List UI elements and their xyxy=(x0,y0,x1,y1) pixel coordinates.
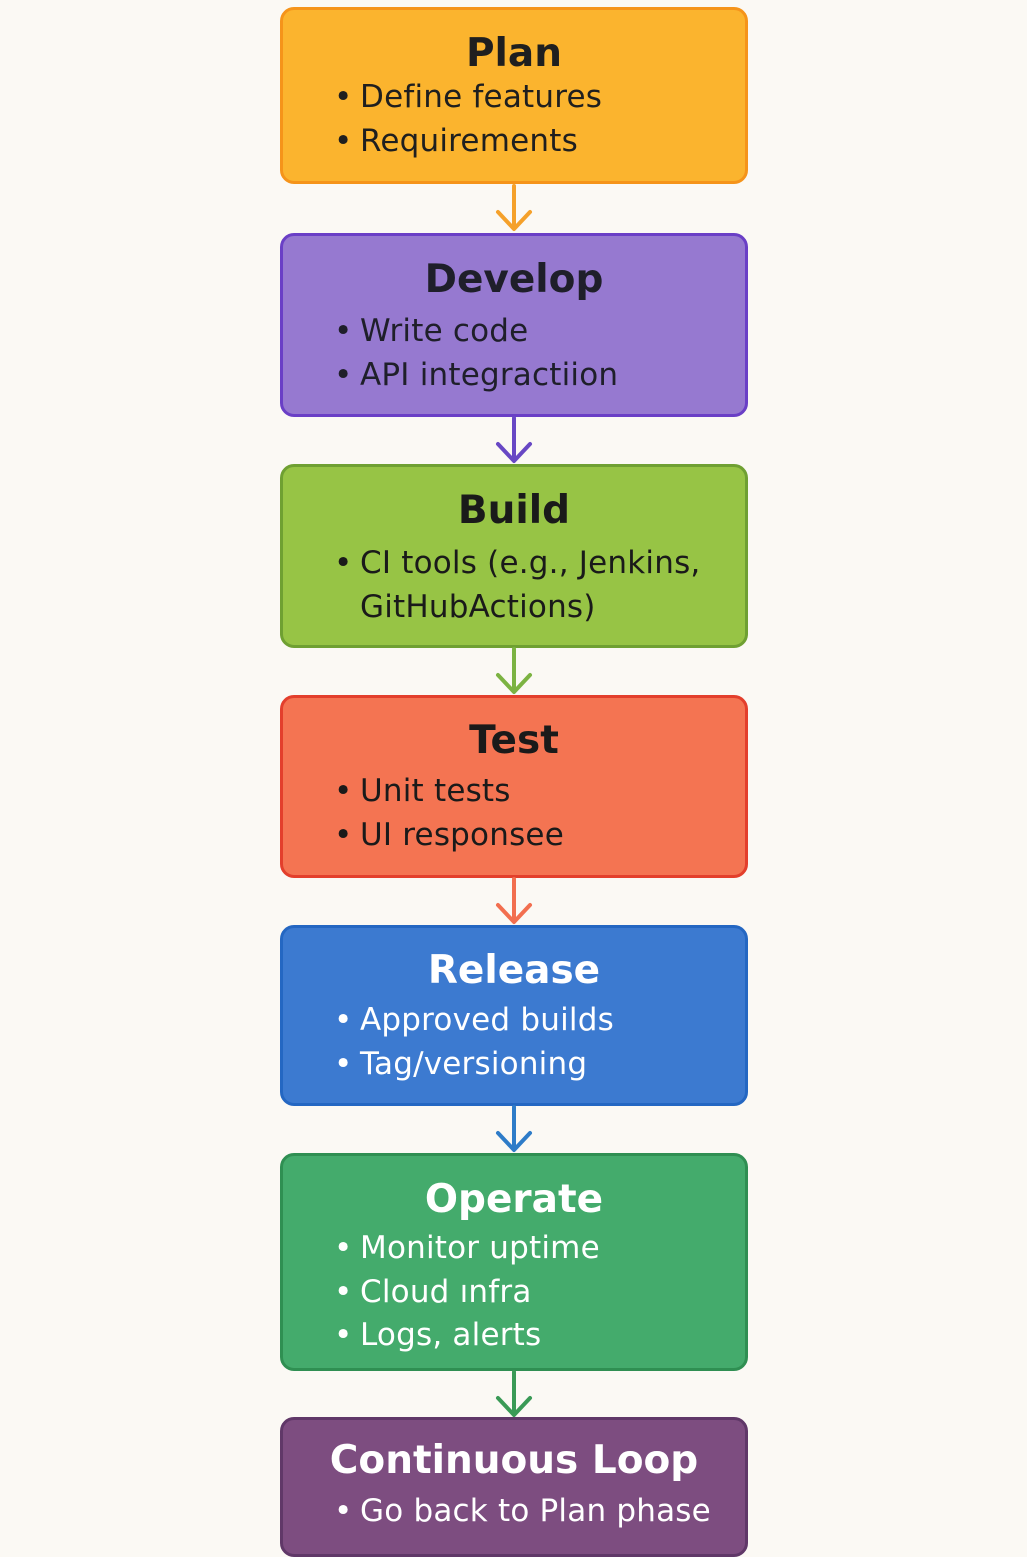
stage-item-list: •Approved builds •Tag/versioning xyxy=(331,999,725,1086)
bullet-icon: • xyxy=(334,1273,353,1310)
flow-arrow-down-icon xyxy=(496,184,532,231)
list-item: •Requirements xyxy=(331,120,725,164)
stage-continuous-loop: Continuous Loop •Go back to Plan phase xyxy=(280,1417,748,1557)
stage-title: Operate xyxy=(424,1177,604,1222)
list-item: •Define features xyxy=(331,76,725,120)
list-item: •Write code xyxy=(331,310,725,354)
stage-item-list: •Define features •Requirements xyxy=(331,76,725,163)
stage-title: Continuous Loop xyxy=(329,1438,699,1483)
stage-release: Release •Approved builds •Tag/versioning xyxy=(280,925,748,1106)
bullet-icon: • xyxy=(334,356,353,393)
list-item: •Approved builds xyxy=(331,999,725,1043)
flow-arrow-down-icon xyxy=(496,416,532,463)
bullet-icon: • xyxy=(334,545,353,581)
bullet-icon: • xyxy=(334,1230,353,1266)
list-item: •Cloud ınfra xyxy=(331,1271,725,1315)
flow-arrow-down-icon xyxy=(496,647,532,694)
stage-build: Build •CI tools (e.g., Jenkins, GitHubAc… xyxy=(280,464,748,648)
stage-item-list: •Monitor uptime •Cloud ınfra •Logs, aler… xyxy=(331,1227,725,1358)
bullet-icon: • xyxy=(334,1002,353,1038)
list-item: •API integractiion xyxy=(331,354,725,398)
bullet-icon: • xyxy=(334,816,353,853)
stage-item-list: •Unit tests •UI responsee xyxy=(331,770,725,857)
list-item: •CI tools (e.g., Jenkins, GitHubActions) xyxy=(331,542,721,629)
bullet-icon: • xyxy=(334,79,353,115)
list-item: •Go back to Plan phase xyxy=(331,1490,725,1534)
stage-test: Test •Unit tests •UI responsee xyxy=(280,695,748,878)
stage-title: Build xyxy=(457,488,571,533)
bullet-icon: • xyxy=(334,773,353,809)
list-item: •Logs, alerts xyxy=(331,1314,725,1358)
list-item: •Monitor uptime xyxy=(331,1227,725,1271)
stage-title: Release xyxy=(427,948,601,993)
stage-operate: Operate •Monitor uptime •Cloud ınfra •Lo… xyxy=(280,1153,748,1371)
stage-item-list: •Go back to Plan phase xyxy=(331,1490,725,1534)
list-item: •Unit tests xyxy=(331,770,725,814)
flow-arrow-down-icon xyxy=(496,1370,532,1417)
flow-arrow-down-icon xyxy=(496,1105,532,1152)
bullet-icon: • xyxy=(334,1045,353,1082)
stage-plan: Plan •Define features •Requirements xyxy=(280,7,748,184)
stage-item-list: •CI tools (e.g., Jenkins, GitHubActions) xyxy=(331,542,721,629)
flow-arrow-down-icon xyxy=(496,877,532,924)
stage-develop: Develop •Write code •API integractiion xyxy=(280,233,748,417)
list-item: •Tag/versioning xyxy=(331,1043,725,1087)
bullet-icon: • xyxy=(334,122,353,159)
stage-title: Develop xyxy=(424,257,604,302)
list-item: •UI responsee xyxy=(331,814,725,858)
bullet-icon: • xyxy=(334,1317,353,1353)
stage-title: Plan xyxy=(465,31,563,76)
stage-title: Test xyxy=(469,718,559,763)
stage-item-list: •Write code •API integractiion xyxy=(331,310,725,397)
bullet-icon: • xyxy=(334,1493,353,1529)
bullet-icon: • xyxy=(334,313,353,349)
